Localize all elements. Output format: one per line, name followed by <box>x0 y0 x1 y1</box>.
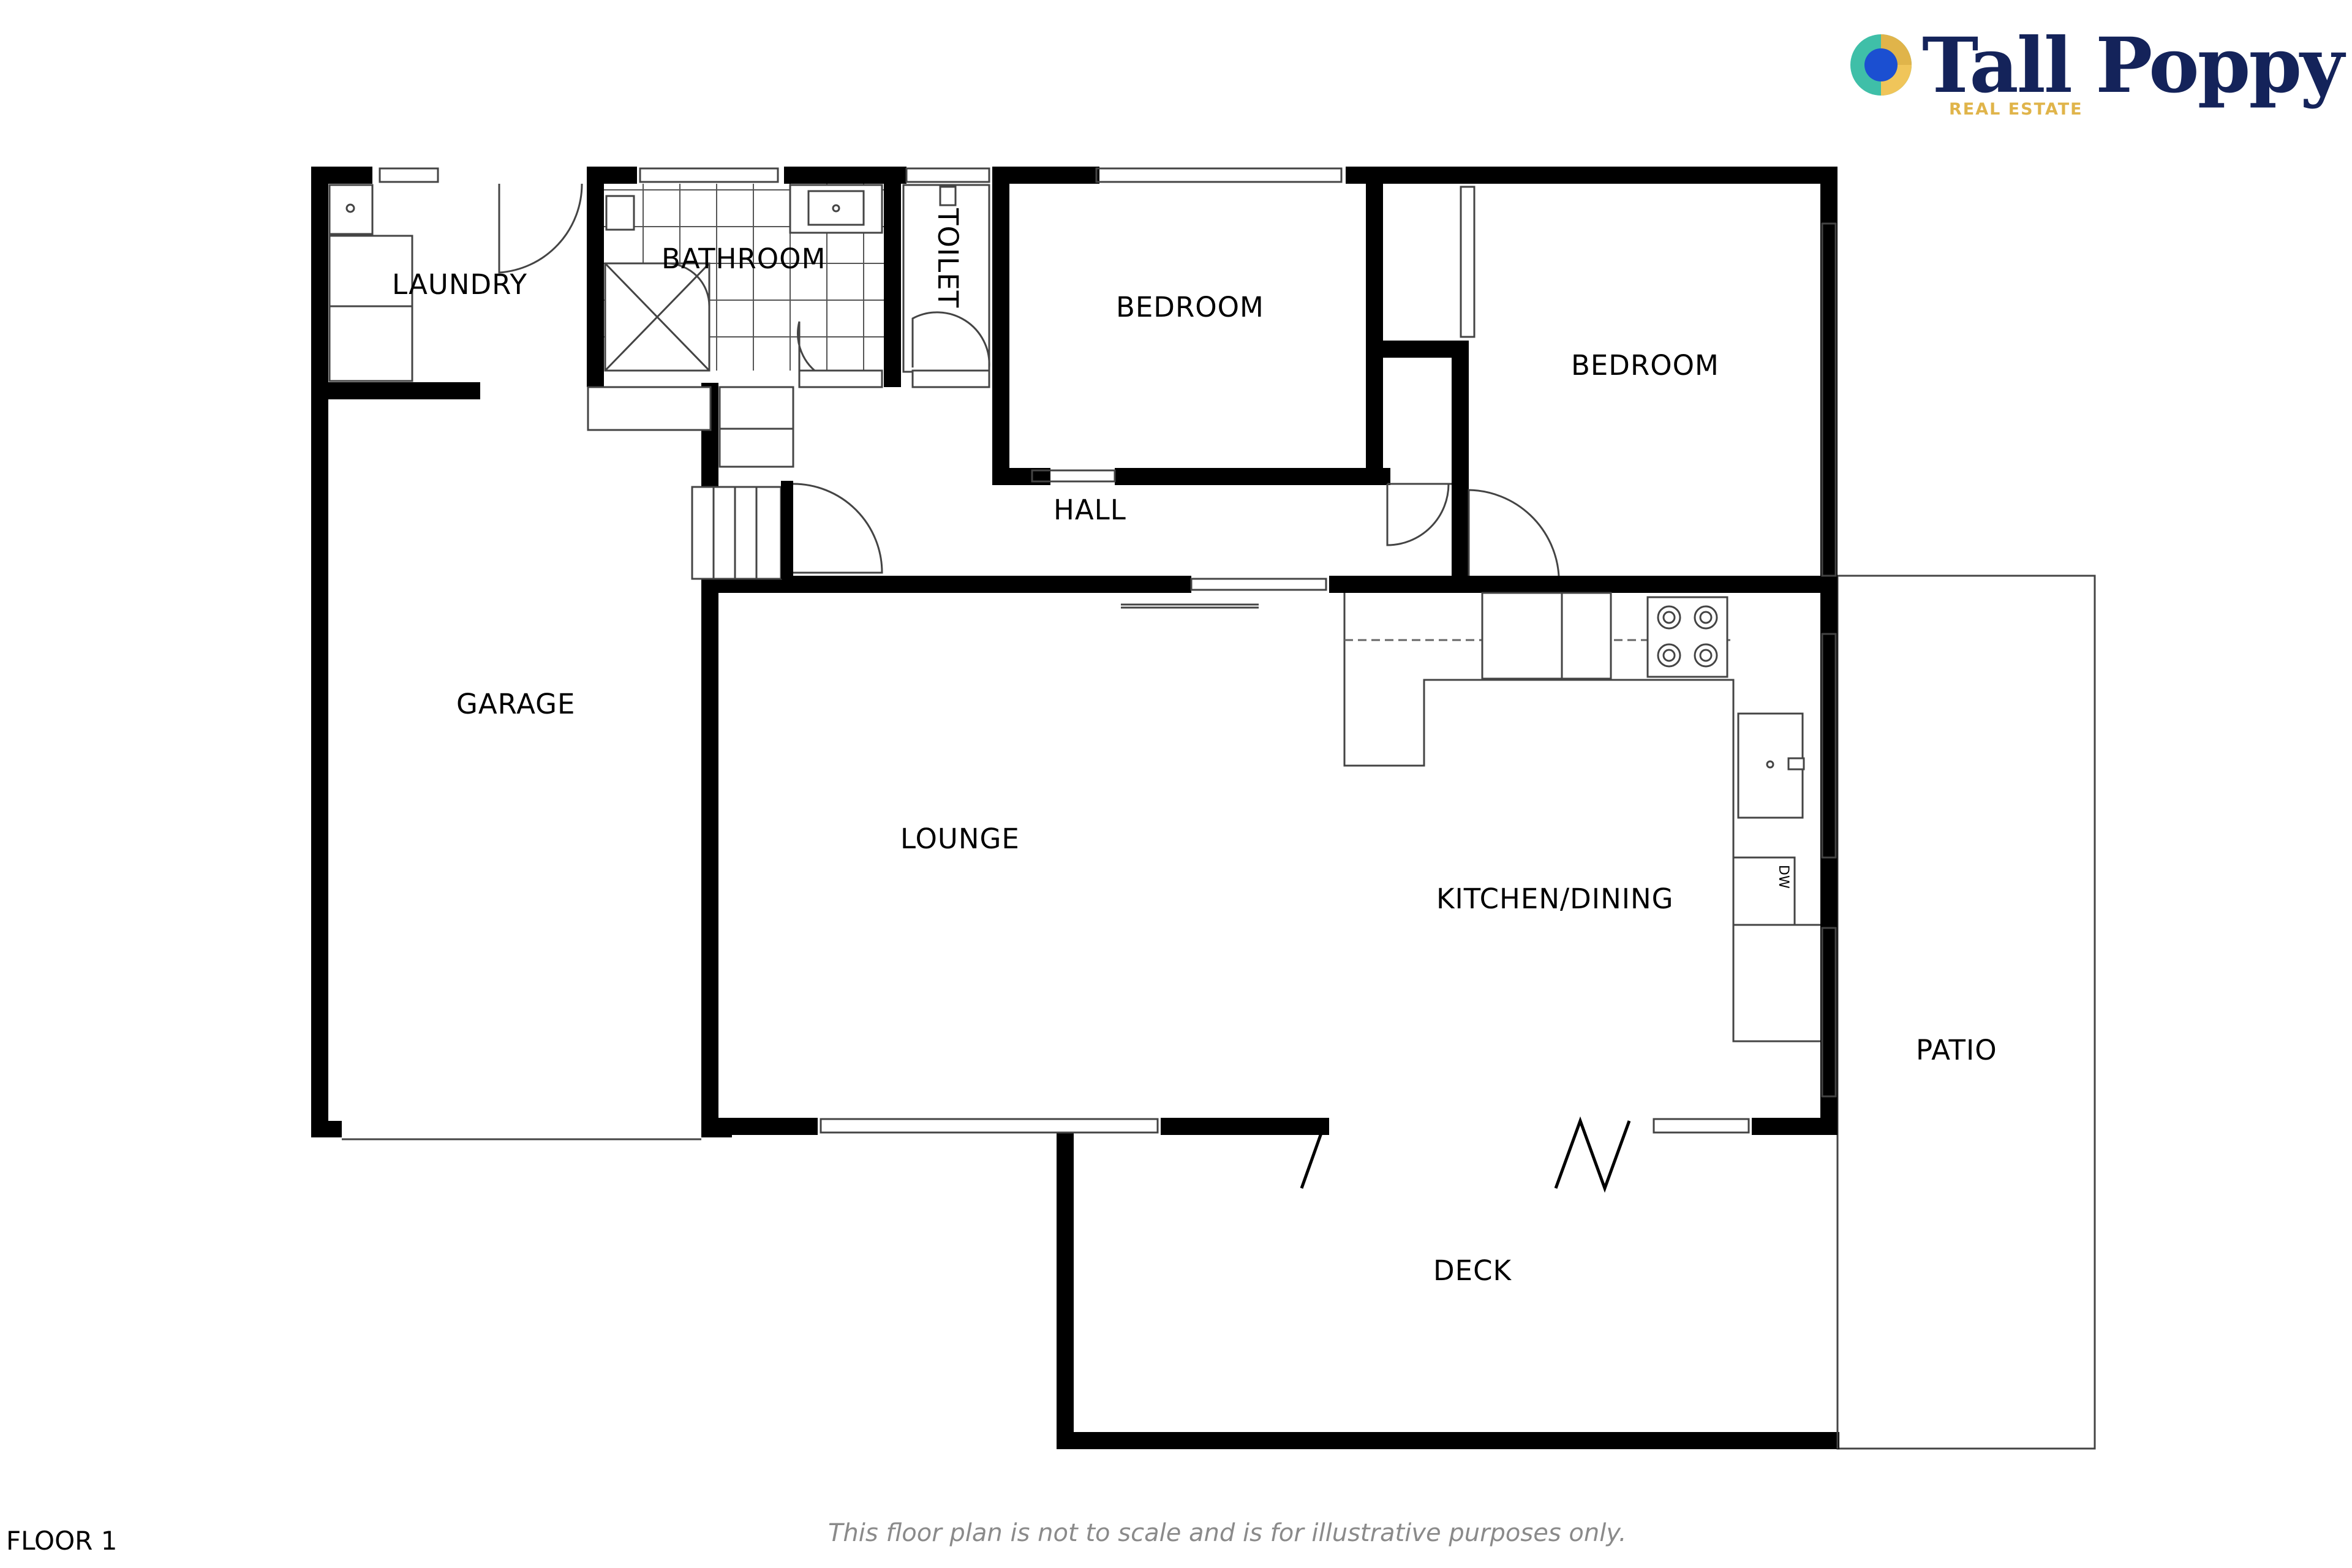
brand-subtitle: REAL ESTATE <box>1949 100 2083 119</box>
shower-icon <box>604 262 710 372</box>
windows <box>379 167 1837 1134</box>
sink-icon <box>1737 712 1805 819</box>
patio-area <box>1836 575 2096 1450</box>
room-label-bedroom-1: BEDROOM <box>1116 291 1264 323</box>
room-label-lounge: LOUNGE <box>900 823 1020 855</box>
room-label-kitchen-dining: KITCHEN/DINING <box>1436 883 1674 915</box>
room-label-deck: DECK <box>1433 1254 1512 1287</box>
dishwasher-label: DW <box>1776 865 1791 889</box>
room-label-hall: HALL <box>1054 494 1126 526</box>
deck-doors <box>1300 1116 1631 1193</box>
floor-label: FLOOR 1 <box>6 1526 117 1556</box>
room-label-toilet: TOILET <box>932 208 964 308</box>
tall-poppy-logo: Tall Poppy REAL ESTATE <box>1850 21 2348 119</box>
disclaimer: This floor plan is not to scale and is f… <box>828 1519 1627 1547</box>
walls <box>311 167 1838 1137</box>
room-label-bathroom: BATHROOM <box>662 243 826 275</box>
room-label-patio: PATIO <box>1916 1034 1997 1066</box>
cooktop-icon <box>1646 596 1728 678</box>
room-label-garage: GARAGE <box>456 688 575 720</box>
brand-name: Tall Poppy <box>1922 21 2346 110</box>
hall-fixtures <box>587 386 1560 579</box>
stair-icon <box>691 486 782 580</box>
room-label-laundry: LAUNDRY <box>392 268 527 301</box>
laundry-fixtures <box>328 183 583 382</box>
kitchen-fixtures: DW <box>1343 592 1820 1042</box>
dishwasher: DW <box>1732 856 1796 926</box>
toilet-fixtures <box>902 184 990 388</box>
sink-icon <box>789 184 883 234</box>
bathroom-fixtures <box>604 184 884 388</box>
tall-poppy-logo-icon <box>1850 34 1912 96</box>
deck-walls <box>1057 1133 1839 1449</box>
room-label-bedroom-2: BEDROOM <box>1571 349 1719 382</box>
